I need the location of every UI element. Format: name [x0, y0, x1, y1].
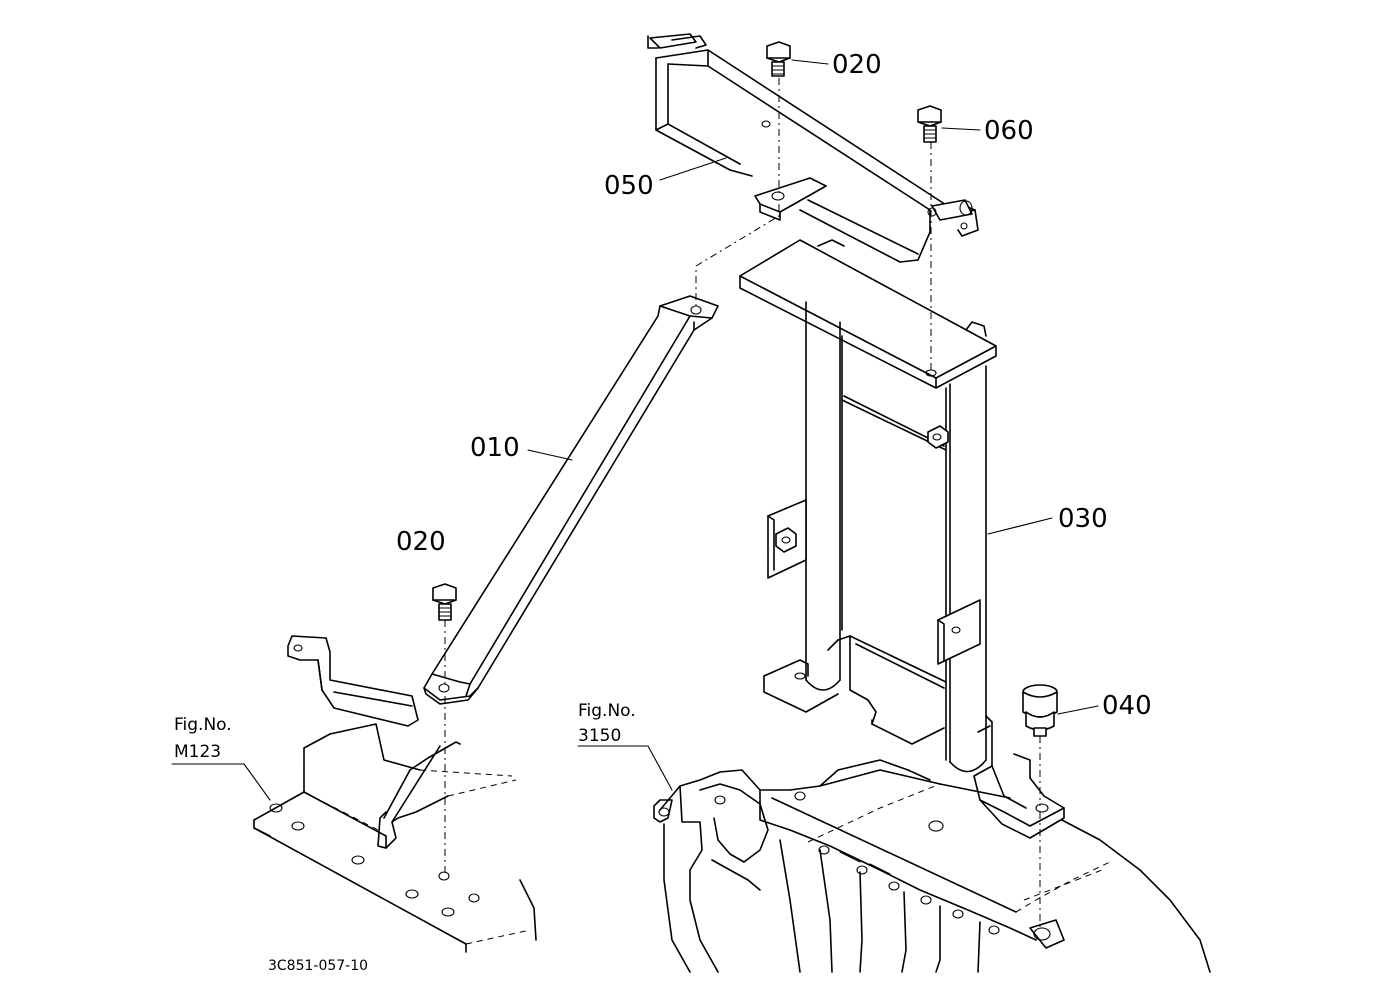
fig-ref-left-label: Fig.No.	[174, 715, 232, 735]
fig-ref-right-number: 3150	[578, 726, 621, 746]
bolt-060	[917, 105, 942, 143]
leader-lines	[171, 59, 1099, 801]
callout-020-top: 020	[832, 50, 882, 80]
bolt-020-lower	[432, 583, 457, 621]
part-030-frame	[739, 239, 1065, 839]
part-010-brace	[423, 295, 719, 705]
callout-010: 010	[470, 433, 520, 463]
right-assembly-3150	[653, 759, 1211, 973]
callout-040: 040	[1102, 691, 1152, 721]
part-050-bracket	[647, 33, 979, 263]
assembly-lines	[444, 78, 1041, 930]
callout-030: 030	[1058, 504, 1108, 534]
fig-ref-left-number: M123	[174, 742, 221, 762]
part-040-plug	[1022, 684, 1058, 737]
callout-060: 060	[984, 116, 1034, 146]
fig-ref-right-label: Fig.No.	[578, 701, 636, 721]
bolt-020-top	[766, 41, 791, 77]
left-assembly-m123	[253, 635, 537, 953]
callout-050: 050	[604, 171, 654, 201]
callout-020-lower: 020	[396, 527, 446, 557]
drawing-code: 3C851-057-10	[268, 958, 368, 974]
